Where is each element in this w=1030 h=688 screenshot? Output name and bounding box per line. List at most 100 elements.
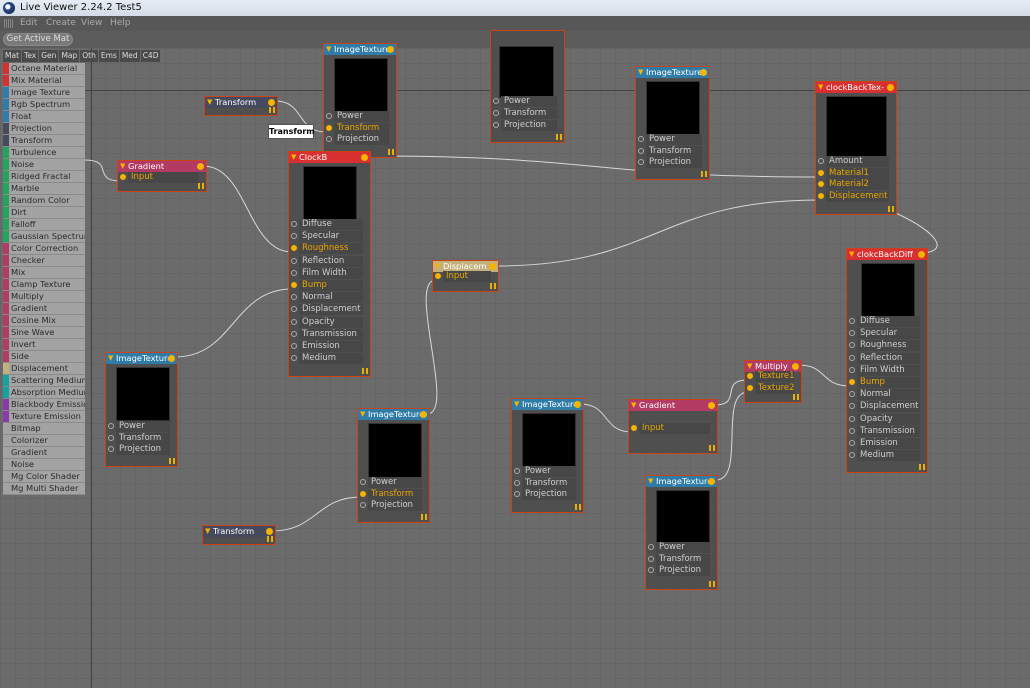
input-port[interactable]: Specular [291, 231, 363, 243]
port-socket-icon[interactable] [849, 427, 855, 434]
collapse-triangle-icon[interactable]: ▼ [108, 354, 114, 362]
port-socket-icon[interactable] [648, 567, 654, 574]
port-socket-icon[interactable] [849, 354, 855, 361]
palette-item[interactable]: Mix [3, 267, 85, 279]
port-socket-icon[interactable] [747, 373, 753, 379]
input-port[interactable]: Bump [291, 280, 363, 291]
port-socket-icon[interactable] [291, 269, 297, 276]
port-socket-icon[interactable] [326, 124, 332, 131]
port-socket-icon[interactable] [291, 233, 297, 240]
resize-handle-icon[interactable] [362, 368, 368, 374]
resize-handle-icon[interactable] [490, 283, 496, 289]
input-port[interactable]: Medium [291, 353, 363, 365]
port-socket-icon[interactable] [818, 192, 824, 199]
input-port[interactable]: Transform [493, 108, 557, 119]
input-port[interactable]: Transform [326, 122, 389, 134]
input-port[interactable]: Power [326, 111, 389, 122]
collapse-triangle-icon[interactable]: ▼ [360, 410, 366, 418]
tab-med[interactable]: Med [119, 50, 140, 62]
port-socket-icon[interactable] [514, 468, 520, 474]
port-socket-icon[interactable] [291, 282, 297, 288]
input-port[interactable]: Transform [108, 432, 170, 444]
output-port[interactable] [918, 251, 925, 258]
collapse-triangle-icon[interactable]: ▼ [291, 153, 297, 161]
port-socket-icon[interactable] [291, 221, 297, 227]
node-header[interactable]: ▼ImageTexture [512, 399, 583, 410]
port-socket-icon[interactable] [849, 391, 855, 398]
input-port[interactable]: Texture2 [747, 383, 795, 394]
collapse-triangle-icon[interactable]: ▼ [631, 401, 637, 409]
input-port[interactable]: Opacity [291, 316, 363, 328]
palette-item[interactable]: Gradient [3, 303, 85, 315]
palette-item[interactable]: Noise [3, 459, 85, 471]
output-port[interactable] [266, 528, 273, 535]
input-port[interactable]: Reflection [291, 255, 363, 267]
palette-item[interactable]: Clamp Texture [3, 279, 85, 291]
resize-handle-icon[interactable] [919, 464, 925, 470]
palette-item[interactable]: Float [3, 111, 85, 123]
palette-item[interactable]: Texture Emission [3, 411, 85, 423]
input-port[interactable]: Displacement [818, 190, 889, 202]
output-port[interactable] [361, 154, 368, 161]
tab-gen[interactable]: Gen [39, 50, 59, 62]
node-header[interactable]: ▼Gradient [629, 400, 717, 411]
output-port[interactable] [197, 163, 204, 170]
port-socket-icon[interactable] [326, 113, 332, 119]
port-socket-icon[interactable] [291, 343, 297, 349]
port-socket-icon[interactable] [108, 446, 114, 452]
input-port[interactable]: Transform [360, 488, 422, 500]
input-port[interactable]: Input [435, 271, 491, 282]
input-port[interactable]: Power [514, 466, 576, 477]
palette-item[interactable]: Projection [3, 123, 85, 135]
input-port[interactable]: Power [493, 96, 557, 107]
input-port[interactable]: Roughness [291, 243, 363, 255]
port-socket-icon[interactable] [360, 490, 366, 497]
resize-handle-icon[interactable] [267, 536, 273, 542]
input-port[interactable]: Emission [849, 438, 920, 449]
port-socket-icon[interactable] [818, 169, 824, 176]
palette-item[interactable]: Image Texture [3, 87, 85, 99]
palette-item[interactable]: Checker [3, 255, 85, 267]
port-socket-icon[interactable] [638, 136, 644, 142]
tab-tex[interactable]: Tex [22, 50, 39, 62]
port-socket-icon[interactable] [747, 385, 753, 391]
input-port[interactable]: Amount [818, 156, 889, 167]
port-socket-icon[interactable] [291, 306, 297, 313]
port-socket-icon[interactable] [648, 544, 654, 550]
palette-item[interactable]: Colorizer [3, 435, 85, 447]
input-port[interactable]: Texture1 [747, 371, 795, 382]
palette-item[interactable]: Side [3, 351, 85, 363]
collapse-triangle-icon[interactable]: ▼ [326, 45, 332, 53]
tab-ems[interactable]: Ems [98, 50, 119, 62]
output-port[interactable] [420, 411, 427, 418]
port-socket-icon[interactable] [638, 147, 644, 154]
port-socket-icon[interactable] [493, 98, 499, 104]
node-header[interactable]: ▼Transform [203, 526, 275, 537]
port-socket-icon[interactable] [818, 181, 824, 188]
input-port[interactable]: Projection [108, 444, 170, 455]
output-port[interactable] [792, 363, 799, 370]
collapse-triangle-icon[interactable]: ▼ [435, 262, 441, 270]
node-header[interactable]: ▼ImageTexture [106, 353, 177, 364]
output-port[interactable] [708, 478, 715, 485]
input-port[interactable]: Transmission [291, 328, 363, 340]
palette-item[interactable]: Turbulence [3, 147, 85, 159]
port-socket-icon[interactable] [108, 423, 114, 429]
node-header[interactable]: ▼ClockB [289, 152, 370, 163]
input-port[interactable]: Opacity [849, 413, 920, 425]
input-port[interactable]: Projection [638, 157, 702, 168]
resize-handle-icon[interactable] [198, 183, 204, 189]
node-header[interactable]: ▼Transform [205, 97, 277, 108]
palette-item[interactable]: Mg Color Shader [3, 471, 85, 483]
output-port[interactable] [489, 263, 496, 270]
port-socket-icon[interactable] [849, 403, 855, 410]
port-socket-icon[interactable] [849, 440, 855, 446]
input-port[interactable]: Diffuse [291, 219, 363, 230]
resize-handle-icon[interactable] [709, 445, 715, 451]
